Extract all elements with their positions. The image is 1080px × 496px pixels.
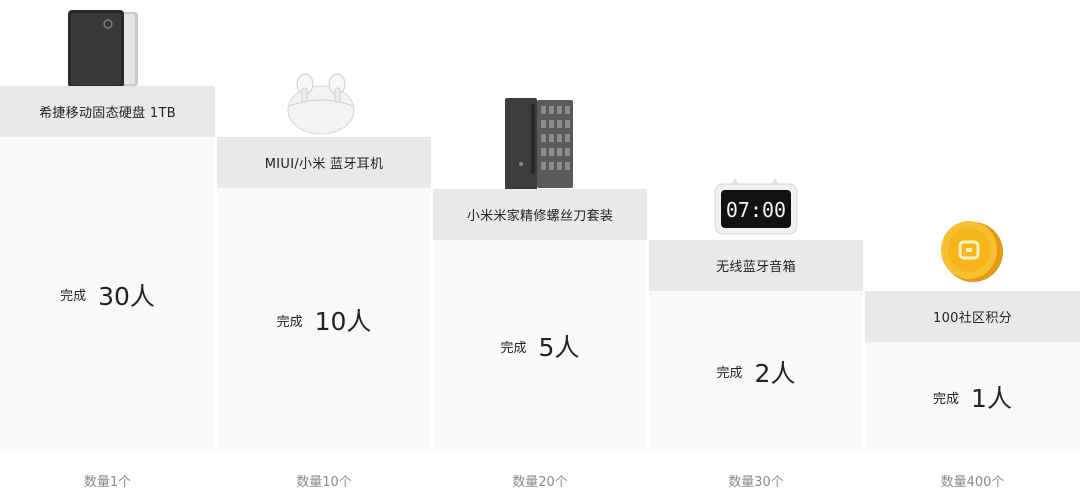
completion-count: 2人 <box>754 358 796 388</box>
svg-text:07:00: 07:00 <box>726 198 786 222</box>
tier-4: 07:00 无线蓝牙音箱 完成 2人 数量30个 <box>649 0 863 496</box>
completion-panel: 完成 1人 <box>865 342 1080 452</box>
quantity-label: 数量400个 <box>940 475 1005 490</box>
tier-1: 希捷移动固态硬盘 1TB 完成 30人 数量1个 <box>0 0 215 496</box>
completion-count: 5人 <box>538 333 580 362</box>
completion-panel: 完成 5人 <box>433 240 647 452</box>
alarm-clock-speaker-icon: 07:00 <box>649 176 863 240</box>
quantity-label: 数量10个 <box>296 475 352 490</box>
quantity-label: 数量20个 <box>512 475 568 490</box>
done-label: 完成 <box>276 314 303 330</box>
completion-panel: 完成 10人 <box>217 188 431 452</box>
prize-name: 无线蓝牙音箱 <box>716 260 796 275</box>
quantity-label: 数量30个 <box>728 475 784 490</box>
prize-name: 希捷移动固态硬盘 1TB <box>39 106 176 121</box>
screwdriver-set-icon <box>433 94 647 192</box>
done-label: 完成 <box>60 289 87 304</box>
completion-panel: 完成 2人 <box>649 291 863 452</box>
tier-3: 小米米家精修螺丝刀套装 完成 5人 数量20个 <box>433 0 647 496</box>
prize-name: 100社区积分 <box>933 311 1012 326</box>
done-label: 完成 <box>716 366 743 381</box>
completion-count: 1人 <box>971 384 1012 413</box>
prize-name: MIUI/小米 蓝牙耳机 <box>264 157 384 172</box>
completion-count: 10人 <box>314 307 372 336</box>
prize-band: 无线蓝牙音箱 <box>649 240 863 291</box>
earbuds-icon <box>217 60 431 140</box>
prize-band: 100社区积分 <box>865 291 1080 342</box>
prize-band: MIUI/小米 蓝牙耳机 <box>217 137 431 188</box>
prize-name: 小米米家精修螺丝刀套装 <box>466 209 614 224</box>
gold-coin-icon <box>865 218 1080 284</box>
tier-5: 100社区积分 完成 1人 数量400个 <box>865 0 1080 496</box>
completion-count: 30人 <box>98 281 155 311</box>
prize-band: 希捷移动固态硬盘 1TB <box>0 86 215 137</box>
done-label: 完成 <box>933 391 960 407</box>
tier-2: MIUI/小米 蓝牙耳机 完成 10人 数量10个 <box>217 0 431 496</box>
completion-panel: 完成 30人 <box>0 137 215 452</box>
quantity-label: 数量1个 <box>83 475 132 490</box>
done-label: 完成 <box>500 340 527 356</box>
ssd-drive-icon <box>0 8 215 88</box>
prize-band: 小米米家精修螺丝刀套装 <box>433 189 647 240</box>
